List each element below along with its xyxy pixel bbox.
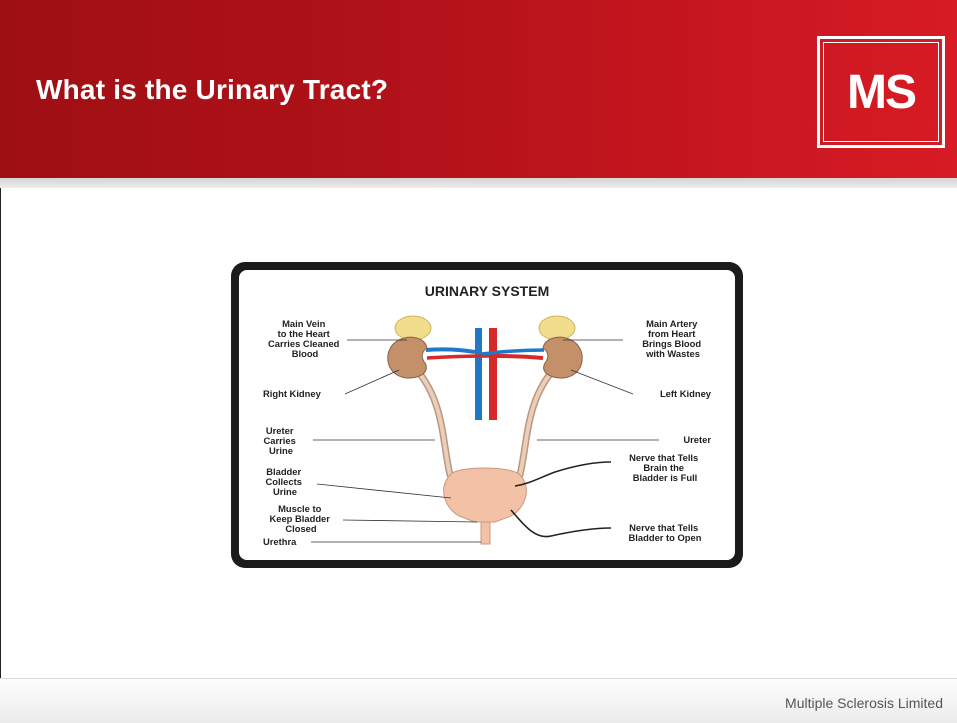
nerve-open xyxy=(511,510,611,537)
aorta xyxy=(489,328,497,420)
left-ureter xyxy=(415,368,450,475)
label-right-kidney: Right Kidney xyxy=(263,388,322,399)
leader-right-kidney xyxy=(345,370,399,394)
right-renal-artery xyxy=(427,356,489,358)
right-kidney xyxy=(388,337,427,378)
right-renal-vein xyxy=(426,349,475,352)
nerve-full xyxy=(515,462,611,486)
diagram-title: URINARY SYSTEM xyxy=(425,283,549,299)
urethra xyxy=(481,522,490,544)
label-bladder: Bladder Collects Urine xyxy=(265,466,304,497)
slide-header: What is the Urinary Tract? MS xyxy=(0,0,957,178)
leader-bladder xyxy=(317,484,451,498)
slide-footer: Multiple Sclerosis Limited xyxy=(0,678,957,723)
label-main-artery: Main Artery from Heart Brings Blood with… xyxy=(642,318,703,359)
label-urethra: Urethra xyxy=(263,536,297,547)
label-main-vein: Main Vein to the Heart Carries Cleaned B… xyxy=(268,318,342,359)
ms-logo-text: MS xyxy=(847,65,915,120)
ms-logo: MS xyxy=(817,36,945,148)
urinary-system-diagram: URINARY SYSTEM xyxy=(231,262,743,568)
label-muscle: Muscle to Keep Bladder Closed xyxy=(269,503,332,534)
right-ureter xyxy=(520,368,555,475)
diagram-svg: URINARY SYSTEM xyxy=(239,270,735,560)
left-adrenal-gland xyxy=(539,316,575,340)
label-nerve-open: Nerve that Tells Bladder to Open xyxy=(629,522,702,543)
vena-cava xyxy=(475,328,482,420)
header-divider xyxy=(0,178,957,188)
label-left-kidney: Left Kidney xyxy=(660,388,712,399)
label-ureter-left: Ureter Carries Urine xyxy=(264,425,299,456)
footer-organization: Multiple Sclerosis Limited xyxy=(785,695,943,711)
slide-title: What is the Urinary Tract? xyxy=(36,74,388,106)
label-ureter-right: Ureter xyxy=(683,434,711,445)
leader-muscle xyxy=(343,520,477,522)
leader-left-kidney xyxy=(571,370,633,394)
diagram-canvas: URINARY SYSTEM xyxy=(239,270,735,560)
left-renal-artery xyxy=(497,356,543,358)
ms-logo-inner-border: MS xyxy=(823,42,939,142)
right-adrenal-gland xyxy=(395,316,431,340)
label-nerve-full: Nerve that Tells Brain the Bladder is Fu… xyxy=(629,452,701,483)
